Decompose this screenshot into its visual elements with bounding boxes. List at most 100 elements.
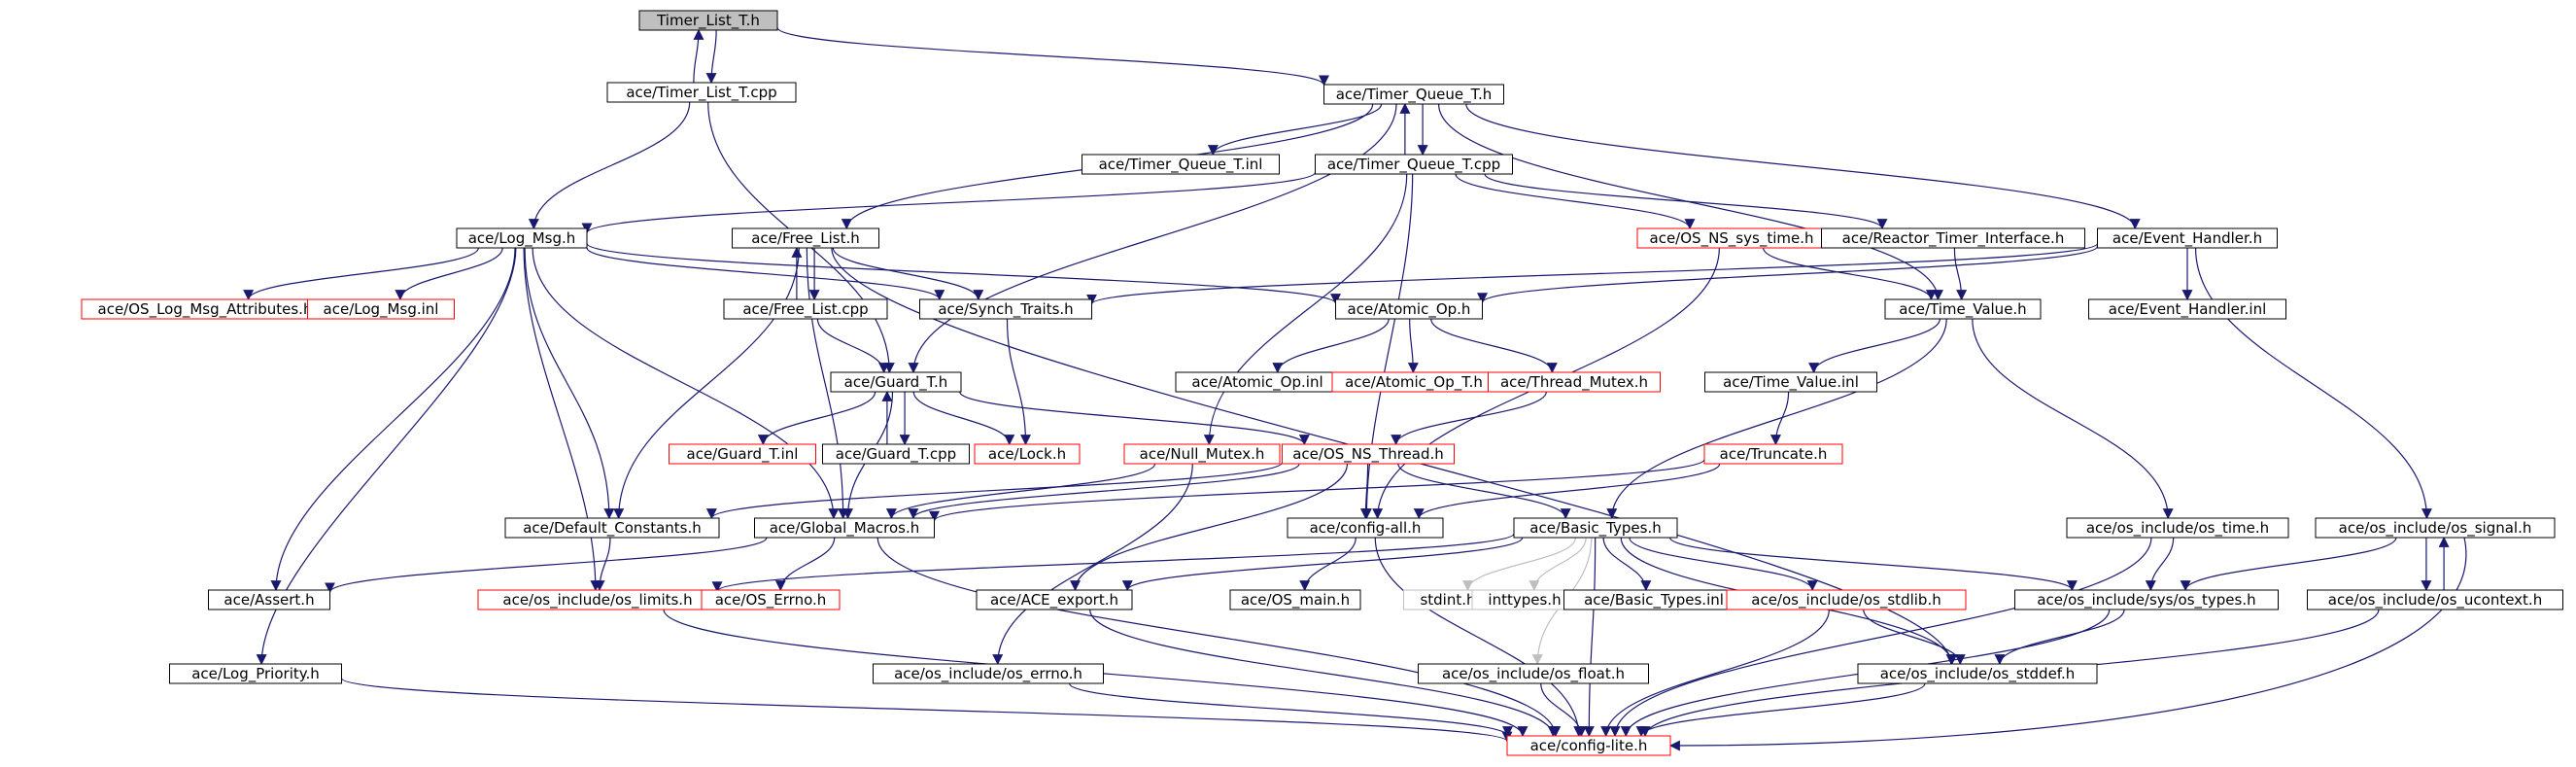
graph-node-event-handler-h[interactable]: ace/Event_Handler.h	[2097, 227, 2278, 249]
graph-node-reactor-timer-interface-h[interactable]: ace/Reactor_Timer_Interface.h	[1821, 227, 2085, 249]
graph-node-time-value-h[interactable]: ace/Time_Value.h	[1884, 298, 2042, 320]
graph-node-os-errno-h[interactable]: ace/OS_Errno.h	[701, 589, 841, 610]
dependency-edge	[705, 29, 717, 85]
dependency-edge	[1602, 537, 1652, 592]
graph-node-log-msg-inl[interactable]: ace/Log_Msg.inl	[307, 298, 455, 320]
graph-node-basic-types-h[interactable]: ace/Basic_Types.h	[1513, 517, 1678, 539]
dependency-edge	[1070, 463, 1349, 592]
node-box	[1287, 517, 1444, 539]
graph-node-atomic-op-inl[interactable]: ace/Atomic_Op.inl	[1175, 371, 1340, 393]
graph-node-free-list-cpp[interactable]: ace/Free_List.cpp	[723, 298, 888, 320]
graph-node-synch-traits-h[interactable]: ace/Synch_Traits.h	[919, 298, 1092, 320]
node-label: ace/ACE_export.h	[990, 591, 1118, 610]
graph-node-truncate-h[interactable]: ace/Truncate.h	[1703, 443, 1843, 465]
node-box	[1513, 517, 1678, 539]
dependency-edge	[816, 318, 890, 374]
node-box	[1703, 443, 1843, 465]
graph-node-timer-list-t-cpp[interactable]: ace/Timer_List_T.cpp	[606, 82, 797, 103]
node-label: ace/Event_Handler.h	[2112, 229, 2262, 248]
graph-node-guard-t-h[interactable]: ace/Guard_T.h	[830, 371, 962, 393]
graph-node-os-ns-thread-h[interactable]: ace/OS_NS_Thread.h	[1282, 443, 1455, 465]
dependency-edge	[270, 247, 516, 592]
graph-node-thread-mutex-h[interactable]: ace/Thread_Mutex.h	[1488, 371, 1661, 393]
graph-node-stdint-h[interactable]: stdint.h	[1403, 589, 1493, 610]
node-box	[2014, 589, 2279, 610]
graph-node-os-main-h[interactable]: ace/OS_main.h	[1229, 589, 1361, 610]
node-box	[1884, 298, 2042, 320]
dependency-edge	[1763, 247, 1937, 301]
dependency-edge	[1953, 247, 1968, 301]
node-box	[2307, 589, 2563, 610]
node-label: ace/os_include/os_limits.h	[502, 591, 692, 610]
graph-node-guard-t-cpp[interactable]: ace/Guard_T.cpp	[822, 443, 970, 465]
graph-node-os-include-os-stdlib-h[interactable]: ace/os_include/os_stdlib.h	[1726, 589, 1967, 610]
dependency-edge	[1635, 682, 1926, 738]
graph-node-os-include-os-ucontext-h[interactable]: ace/os_include/os_ucontext.h	[2307, 589, 2563, 610]
graph-node-default-constants-h[interactable]: ace/Default_Constants.h	[504, 517, 720, 539]
node-box	[976, 589, 1133, 610]
graph-node-lock-h[interactable]: ace/Lock.h	[974, 443, 1081, 465]
dependency-edge	[2180, 537, 2397, 592]
node-label: ace/Log_Priority.h	[191, 665, 320, 683]
graph-node-basic-types-inl[interactable]: ace/Basic_Types.inl	[1563, 589, 1744, 610]
dependency-edge	[340, 678, 1513, 743]
dependency-edge	[1863, 609, 1966, 666]
node-box	[169, 663, 342, 684]
node-label: ace/Assert.h	[223, 591, 314, 609]
graph-node-guard-t-inl[interactable]: ace/Guard_T.inl	[669, 443, 816, 465]
graph-node-null-mutex-h[interactable]: ace/Null_Mutex.h	[1123, 443, 1281, 465]
graph-node-log-msg-h[interactable]: ace/Log_Msg.h	[456, 227, 588, 249]
graph-node-os-include-os-float-h[interactable]: ace/os_include/os_float.h	[1418, 663, 1649, 684]
graph-node-free-list-h[interactable]: ace/Free_List.h	[732, 227, 879, 249]
node-label: ace/Guard_T.h	[844, 373, 948, 392]
node-label: ace/os_include/os_signal.h	[2339, 519, 2532, 538]
node-box	[1704, 371, 1877, 393]
node-label: ace/Basic_Types.h	[1529, 519, 1661, 538]
graph-node-atomic-op-h[interactable]: ace/Atomic_Op.h	[1335, 298, 1483, 320]
graph-node-timer-list-t-h[interactable]: Timer_List_T.h	[638, 10, 778, 31]
graph-node-ace-export-h[interactable]: ace/ACE_export.h	[976, 589, 1133, 610]
dependency-edge	[586, 242, 1341, 305]
node-box	[2088, 298, 2286, 320]
node-label: ace/Lock.h	[988, 445, 1066, 463]
graph-node-log-priority-h[interactable]: ace/Log_Priority.h	[169, 663, 342, 684]
graph-node-time-value-inl[interactable]: ace/Time_Value.inl	[1704, 371, 1877, 393]
dependency-edge	[774, 537, 836, 592]
dependency-edge	[706, 462, 1284, 520]
graph-node-timer-queue-t-inl[interactable]: ace/Timer_Queue_T.inl	[1082, 154, 1280, 175]
graph-node-atomic-op-t-h[interactable]: ace/Atomic_Op_T.h	[1331, 371, 1496, 393]
graph-node-timer-queue-t-h[interactable]: ace/Timer_Queue_T.h	[1323, 84, 1504, 105]
graph-node-os-include-os-errno-h[interactable]: ace/os_include/os_errno.h	[873, 663, 1104, 684]
graph-node-timer-queue-t-cpp[interactable]: ace/Timer_Queue_T.cpp	[1315, 154, 1513, 175]
dependency-edge	[876, 537, 1562, 738]
node-label: inttypes.h	[1488, 591, 1561, 609]
graph-node-event-handler-inl[interactable]: ace/Event_Handler.inl	[2088, 298, 2286, 320]
graph-node-global-macros-h[interactable]: ace/Global_Macros.h	[754, 517, 935, 539]
node-label: stdint.h	[1420, 591, 1475, 609]
dependency-edge	[1972, 318, 2174, 520]
dependency-edge	[1669, 537, 2078, 592]
dependency-edge	[1528, 537, 1587, 592]
graph-node-os-include-os-signal-h[interactable]: ace/os_include/os_signal.h	[2315, 517, 2556, 539]
graph-node-os-include-os-stddef-h[interactable]: ace/os_include/os_stddef.h	[1857, 663, 2098, 684]
graph-node-inttypes-h[interactable]: inttypes.h	[1471, 589, 1578, 610]
graph-node-os-include-os-time-h[interactable]: ace/os_include/os_time.h	[2066, 517, 2289, 539]
dependency-edge	[1374, 537, 1585, 738]
dependency-edge	[1086, 243, 2099, 305]
graph-node-config-lite-h[interactable]: ace/config-lite.h	[1506, 735, 1671, 756]
dependency-edge	[959, 391, 1310, 446]
graph-node-os-log-msg-attributes-h[interactable]: ace/OS_Log_Msg_Attributes.h	[81, 298, 329, 320]
dependency-edge	[1391, 391, 1547, 446]
graph-node-os-ns-sys-time-h[interactable]: ace/OS_NS_sys_time.h	[1636, 227, 1827, 249]
node-label: ace/Free_List.cpp	[742, 300, 868, 319]
graph-node-config-all-h[interactable]: ace/config-all.h	[1287, 517, 1444, 539]
dependency-edge	[586, 247, 945, 301]
graph-node-os-include-sys-os-types-h[interactable]: ace/os_include/sys/os_types.h	[2014, 589, 2279, 610]
graph-node-os-include-os-limits-h[interactable]: ace/os_include/os_limits.h	[477, 589, 718, 610]
node-label: ace/config-all.h	[1310, 519, 1422, 537]
node-box	[974, 443, 1081, 465]
node-box	[1857, 663, 2098, 684]
graph-node-assert-h[interactable]: ace/Assert.h	[208, 589, 330, 610]
node-box	[873, 663, 1104, 684]
